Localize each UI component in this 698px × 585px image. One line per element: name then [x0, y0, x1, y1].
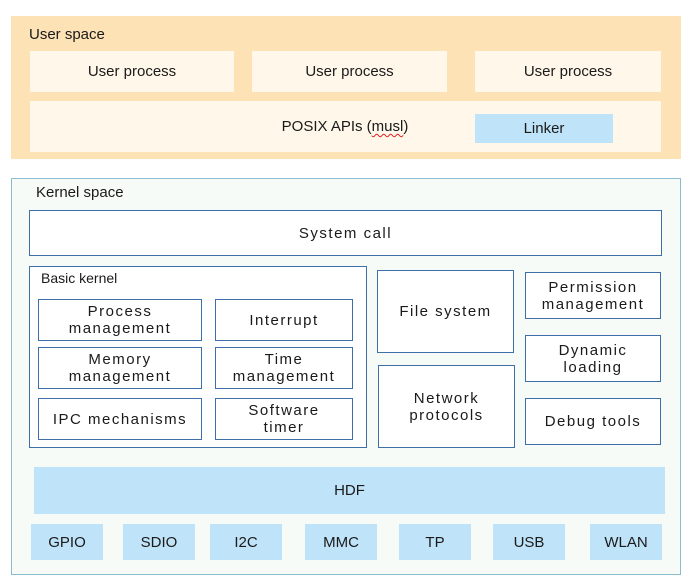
- posix-apis-prefix: POSIX APIs (: [281, 118, 372, 135]
- kernel-space-title: Kernel space: [36, 184, 124, 201]
- debug-tools-box: Debug tools: [525, 398, 661, 445]
- file-system-box: File system: [377, 270, 514, 353]
- user-process-box-1: User process: [30, 51, 234, 92]
- driver-mmc: MMC: [305, 524, 377, 560]
- dynamic-loading-box: Dynamic loading: [525, 335, 661, 382]
- driver-sdio: SDIO: [123, 524, 195, 560]
- posix-apis-label: POSIX APIs (musl): [250, 101, 440, 152]
- interrupt-box: Interrupt: [215, 299, 353, 341]
- hdf-box: HDF: [34, 467, 665, 514]
- time-management-box: Time management: [215, 347, 353, 389]
- posix-apis-suffix: ): [403, 118, 409, 135]
- basic-kernel-title: Basic kernel: [41, 270, 118, 286]
- linker-box: Linker: [475, 114, 613, 143]
- software-timer-box: Software timer: [215, 398, 353, 440]
- posix-apis-musl: musl: [371, 118, 404, 135]
- driver-i2c: I2C: [210, 524, 282, 560]
- process-management-box: Process management: [38, 299, 202, 341]
- user-space-title: User space: [29, 26, 105, 43]
- driver-usb: USB: [493, 524, 565, 560]
- driver-tp: TP: [399, 524, 471, 560]
- memory-management-box: Memory management: [38, 347, 202, 389]
- driver-wlan: WLAN: [590, 524, 662, 560]
- system-call-box: System call: [29, 210, 662, 256]
- permission-management-box: Permission management: [525, 272, 661, 319]
- network-protocols-box: Network protocols: [378, 365, 515, 448]
- driver-gpio: GPIO: [31, 524, 103, 560]
- user-process-box-2: User process: [252, 51, 447, 92]
- ipc-mechanisms-box: IPC mechanisms: [38, 398, 202, 440]
- user-process-box-3: User process: [475, 51, 661, 92]
